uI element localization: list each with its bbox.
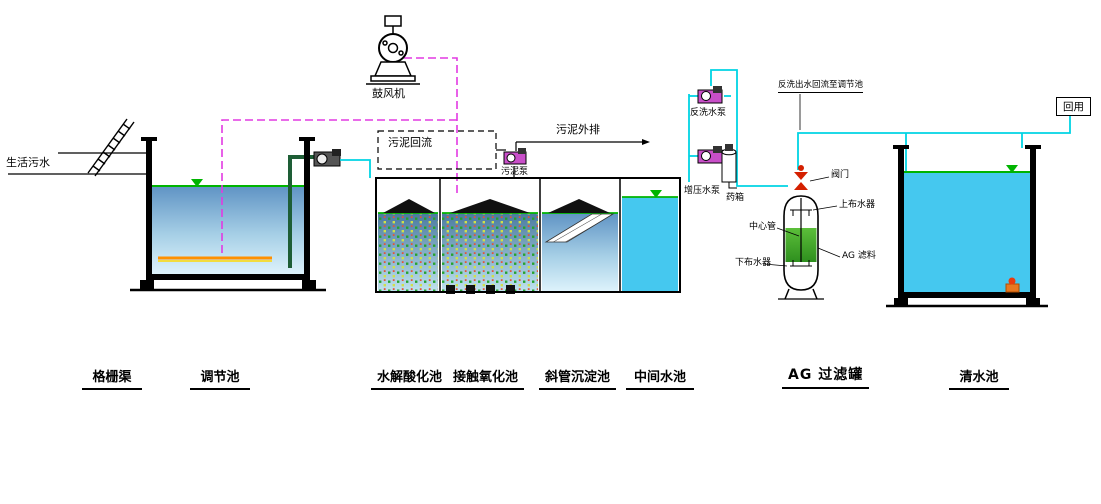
label-clean-water-tank: 清水池: [949, 366, 1009, 390]
booster-pump-symbol: [697, 146, 723, 164]
blower-label: 鼓风机: [372, 87, 405, 100]
label-inclined-tube-tank: 斜管沉淀池: [539, 366, 617, 390]
valve-icon: [794, 165, 808, 190]
submersible-pump-icon: [1005, 277, 1020, 293]
center-pipe-label: 中心管: [749, 222, 777, 232]
chemical-tank-symbol: [721, 144, 737, 189]
annotation-leaders: [763, 94, 841, 267]
label-ag-filter-tank: AG 过滤罐: [782, 364, 870, 389]
sludge-pump-symbol: [503, 148, 527, 165]
label-grid-channel: 格栅渠: [82, 366, 142, 390]
blower-symbol: [366, 15, 420, 85]
ag-filter-tank-shape: [778, 195, 824, 300]
transfer-pump-symbol: [313, 149, 341, 167]
label-intermediate-tank: 中间水池: [626, 366, 694, 390]
label-contact-oxidation: 接触氧化池: [447, 366, 525, 390]
chemical-tank-label: 药箱: [726, 193, 745, 203]
sludge-pump-label: 污泥泵: [501, 167, 529, 177]
backwash-pump-symbol: [697, 86, 723, 104]
influent-label: 生活污水: [6, 156, 50, 169]
bar-screen-icon: [87, 118, 135, 177]
lower-distributor-label: 下布水器: [735, 258, 772, 268]
clean-water-tank-shape: [886, 145, 1048, 308]
ag-media-label: AG 滤料: [842, 251, 876, 261]
label-regulating-tank: 调节池: [190, 366, 250, 390]
air-pipes: [221, 57, 458, 256]
valve-label: 阀门: [831, 170, 850, 180]
label-hydrolysis-tank: 水解酸化池: [371, 366, 449, 390]
upper-distributor-label: 上布水器: [839, 200, 876, 210]
water-pipes: [340, 69, 1071, 187]
sludge-discharge-label: 污泥外排: [556, 123, 600, 136]
booster-pump-label: 增压水泵: [684, 186, 721, 196]
backwash-return-note: 反洗出水回流至调节池: [778, 80, 864, 93]
treatment-tank-complex: [375, 177, 681, 294]
reuse-label: 回用: [1056, 97, 1091, 116]
backwash-pump-label: 反洗水泵: [690, 108, 727, 118]
sludge-return-label: 污泥回流: [388, 136, 432, 149]
sludge-lines: [377, 130, 650, 178]
regulating-tank-shape: [130, 137, 326, 292]
